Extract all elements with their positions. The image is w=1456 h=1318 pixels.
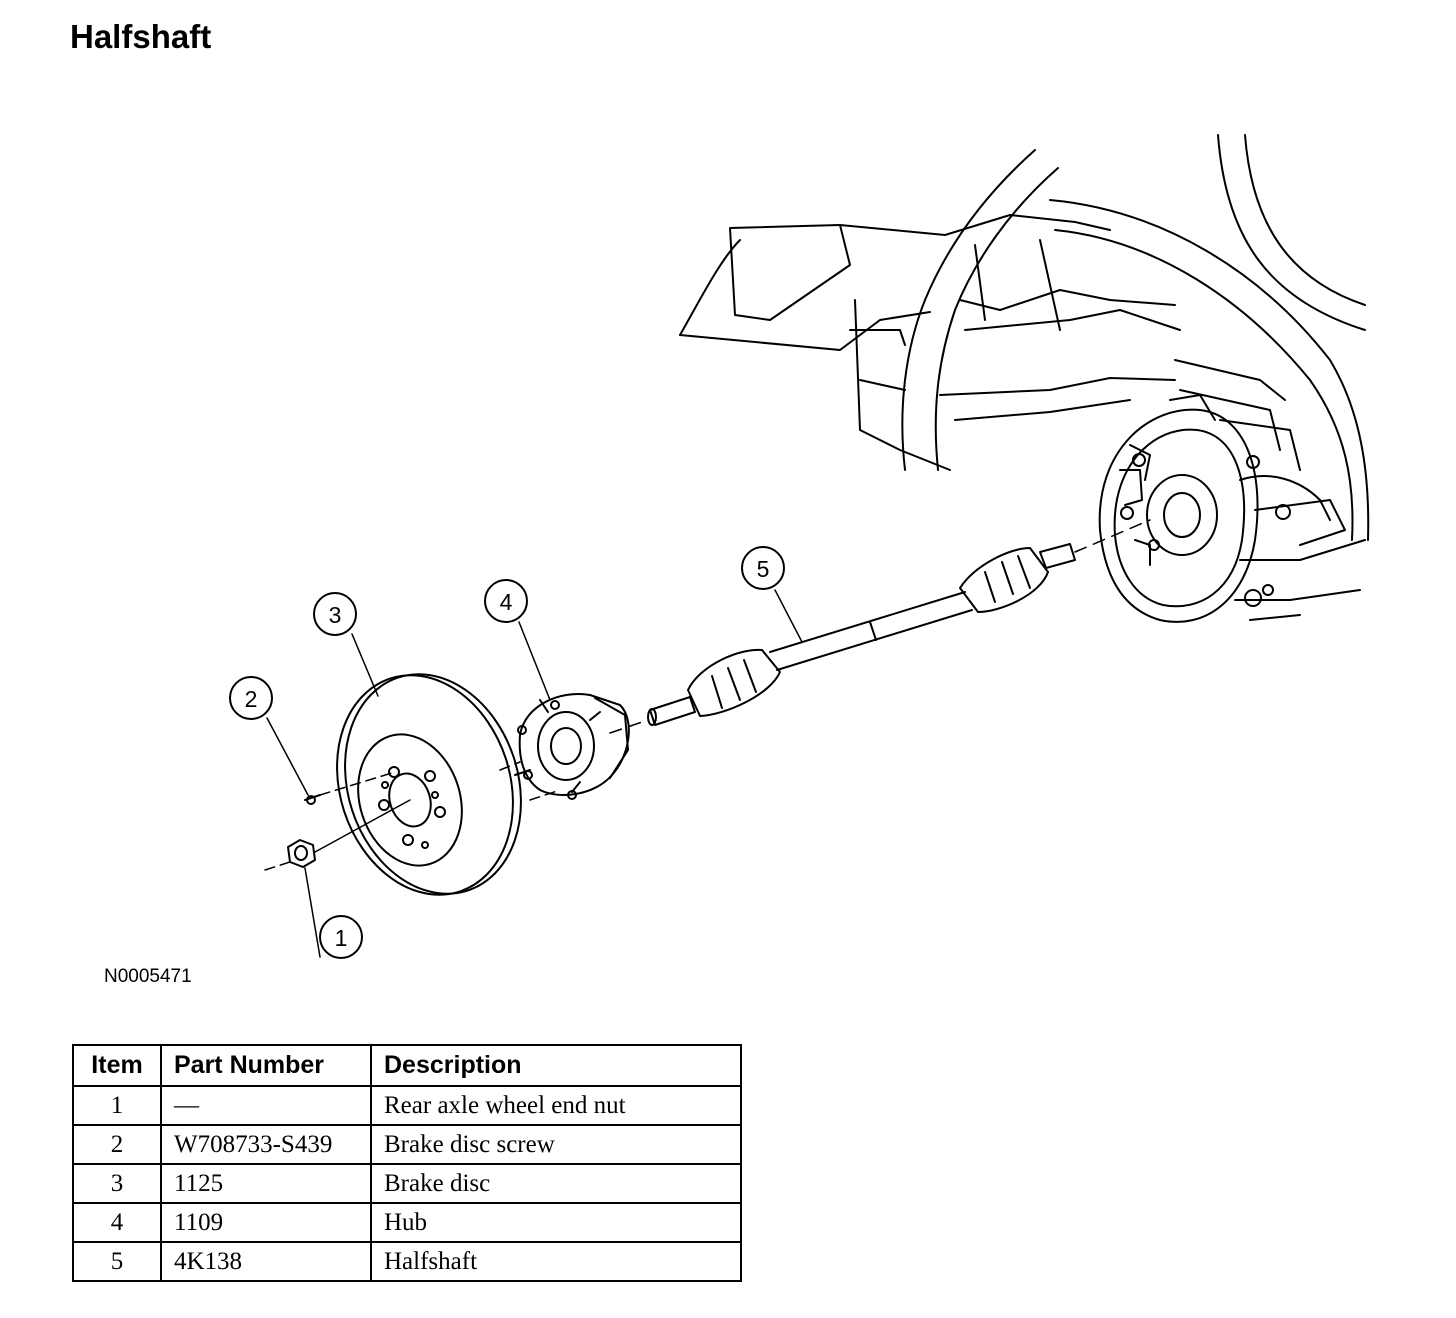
brake-disc-screw-illustration [304,771,396,805]
svg-text:5: 5 [757,556,770,582]
cell-description: Brake disc screw [370,1124,742,1165]
figure-id: N0005471 [104,966,192,987]
halfshaft-exploded-diagram: 1 2 3 4 5 [229,134,1370,959]
cell-description: Rear axle wheel end nut [370,1085,742,1126]
callout-1: 1 [319,915,363,959]
callout-4: 4 [484,579,528,623]
cell-description: Halfshaft [370,1241,742,1282]
cell-part-number: 1125 [160,1163,372,1204]
cell-item: 2 [72,1124,162,1165]
callout-2: 2 [229,676,273,720]
svg-text:3: 3 [329,602,342,628]
vehicle-body-illustration [679,134,1370,621]
header-description: Description [370,1044,742,1087]
cell-description: Brake disc [370,1163,742,1204]
cell-part-number: 1109 [160,1202,372,1243]
cell-part-number: — [160,1085,372,1126]
parts-table: Item Part Number Description 1 — Rear ax… [72,1044,742,1282]
callout-3: 3 [313,592,357,636]
svg-text:2: 2 [245,686,258,712]
callout-5: 5 [741,546,785,590]
table-header-row: Item Part Number Description [72,1044,742,1087]
cell-item: 4 [72,1202,162,1243]
cell-item: 3 [72,1163,162,1204]
halfshaft-illustration [609,519,1151,734]
table-row: 3 1125 Brake disc [72,1163,742,1204]
svg-text:1: 1 [335,925,348,951]
cell-item: 5 [72,1241,162,1282]
page-title: Halfshaft [70,18,212,55]
cell-item: 1 [72,1085,162,1126]
wheel-end-nut-illustration [264,799,411,871]
header-item: Item [72,1044,162,1087]
svg-text:4: 4 [500,589,513,615]
table-row: 2 W708733-S439 Brake disc screw [72,1124,742,1165]
header-part-number: Part Number [160,1044,372,1087]
cell-description: Hub [370,1202,742,1243]
cell-part-number: 4K138 [160,1241,372,1282]
knuckle-and-shield-illustration [1098,394,1259,623]
table-row: 1 — Rear axle wheel end nut [72,1085,742,1126]
brake-disc-illustration [336,673,522,896]
table-row: 5 4K138 Halfshaft [72,1241,742,1282]
cell-part-number: W708733-S439 [160,1124,372,1165]
table-row: 4 1109 Hub [72,1202,742,1243]
hub-illustration [514,693,630,800]
